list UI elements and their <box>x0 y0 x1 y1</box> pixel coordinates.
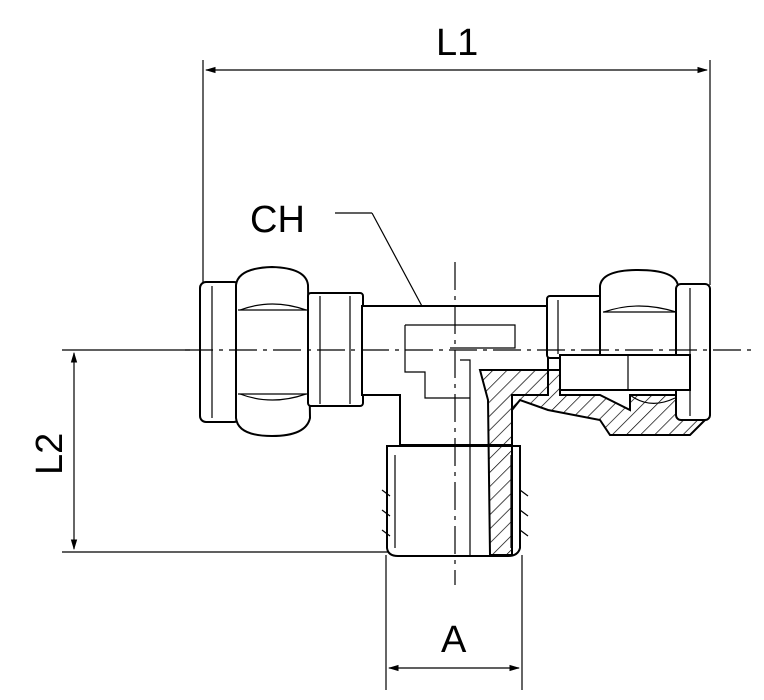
ch-label: CH <box>250 199 305 241</box>
dimension-a: A <box>385 555 523 690</box>
ch-leader: CH <box>250 199 445 345</box>
tee-body <box>361 305 707 557</box>
center-lines <box>185 262 755 585</box>
right-compression-nut <box>546 268 711 421</box>
dimension-l2: L2 <box>29 349 390 553</box>
left-compression-nut <box>199 265 364 438</box>
a-label: A <box>441 619 467 661</box>
dimension-l1: L1 <box>202 22 711 285</box>
l2-label: L2 <box>29 433 71 475</box>
l1-label: L1 <box>436 22 478 64</box>
